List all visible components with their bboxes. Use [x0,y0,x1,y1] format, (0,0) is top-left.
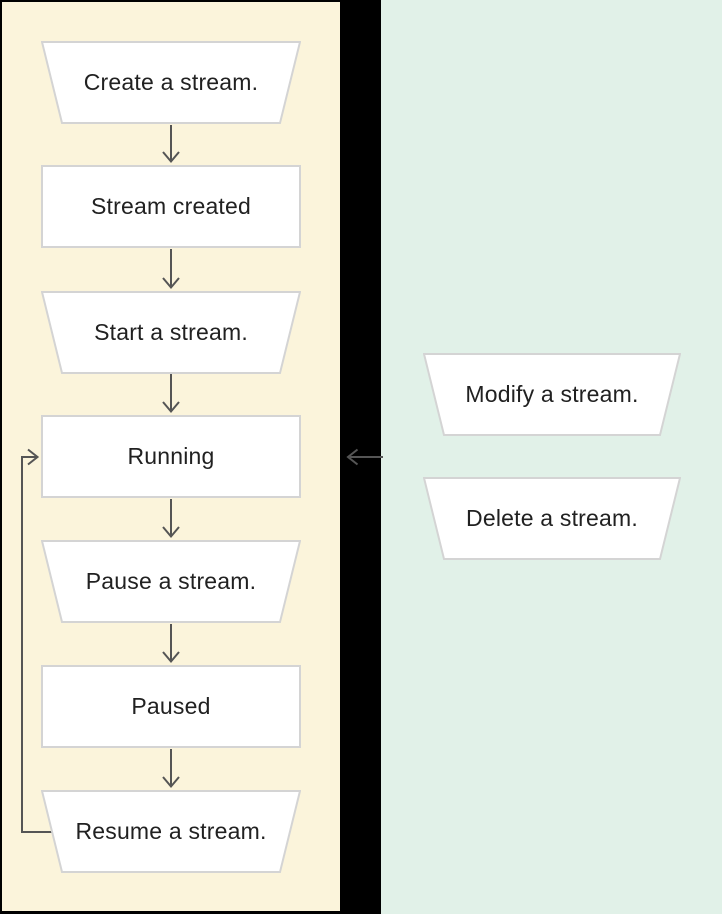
node-delete-a-stream: Delete a stream. [423,477,681,560]
node-label: Create a stream. [83,69,259,95]
actions-panel-background [381,0,722,914]
node-stream-created: Stream created [41,165,301,248]
node-pause-a-stream: Pause a stream. [41,540,301,623]
trapezoid-shape [41,540,301,623]
rectangle-shape [41,415,301,498]
node-label: Modify a stream. [465,381,639,407]
trapezoid-shape [41,790,301,873]
trapezoid-shape [423,353,681,436]
rectangle-shape [41,165,301,248]
node-label: Paused [131,693,211,719]
node-label: Delete a stream. [466,505,638,531]
rectangle-shape [41,665,301,748]
node-running: Running [41,415,301,498]
node-label: Running [127,443,215,469]
node-label: Start a stream. [94,319,248,345]
node-label: Stream created [90,193,252,219]
trapezoid-shape [41,291,301,374]
node-paused: Paused [41,665,301,748]
node-modify-a-stream: Modify a stream. [423,353,681,436]
node-label: Resume a stream. [75,818,267,844]
node-start-a-stream: Start a stream. [41,291,301,374]
node-resume-a-stream: Resume a stream. [41,790,301,873]
node-label: Pause a stream. [85,568,257,594]
trapezoid-shape [41,41,301,124]
node-create-a-stream: Create a stream. [41,41,301,124]
trapezoid-shape [423,477,681,560]
arrow-actions-to-running [346,448,383,466]
